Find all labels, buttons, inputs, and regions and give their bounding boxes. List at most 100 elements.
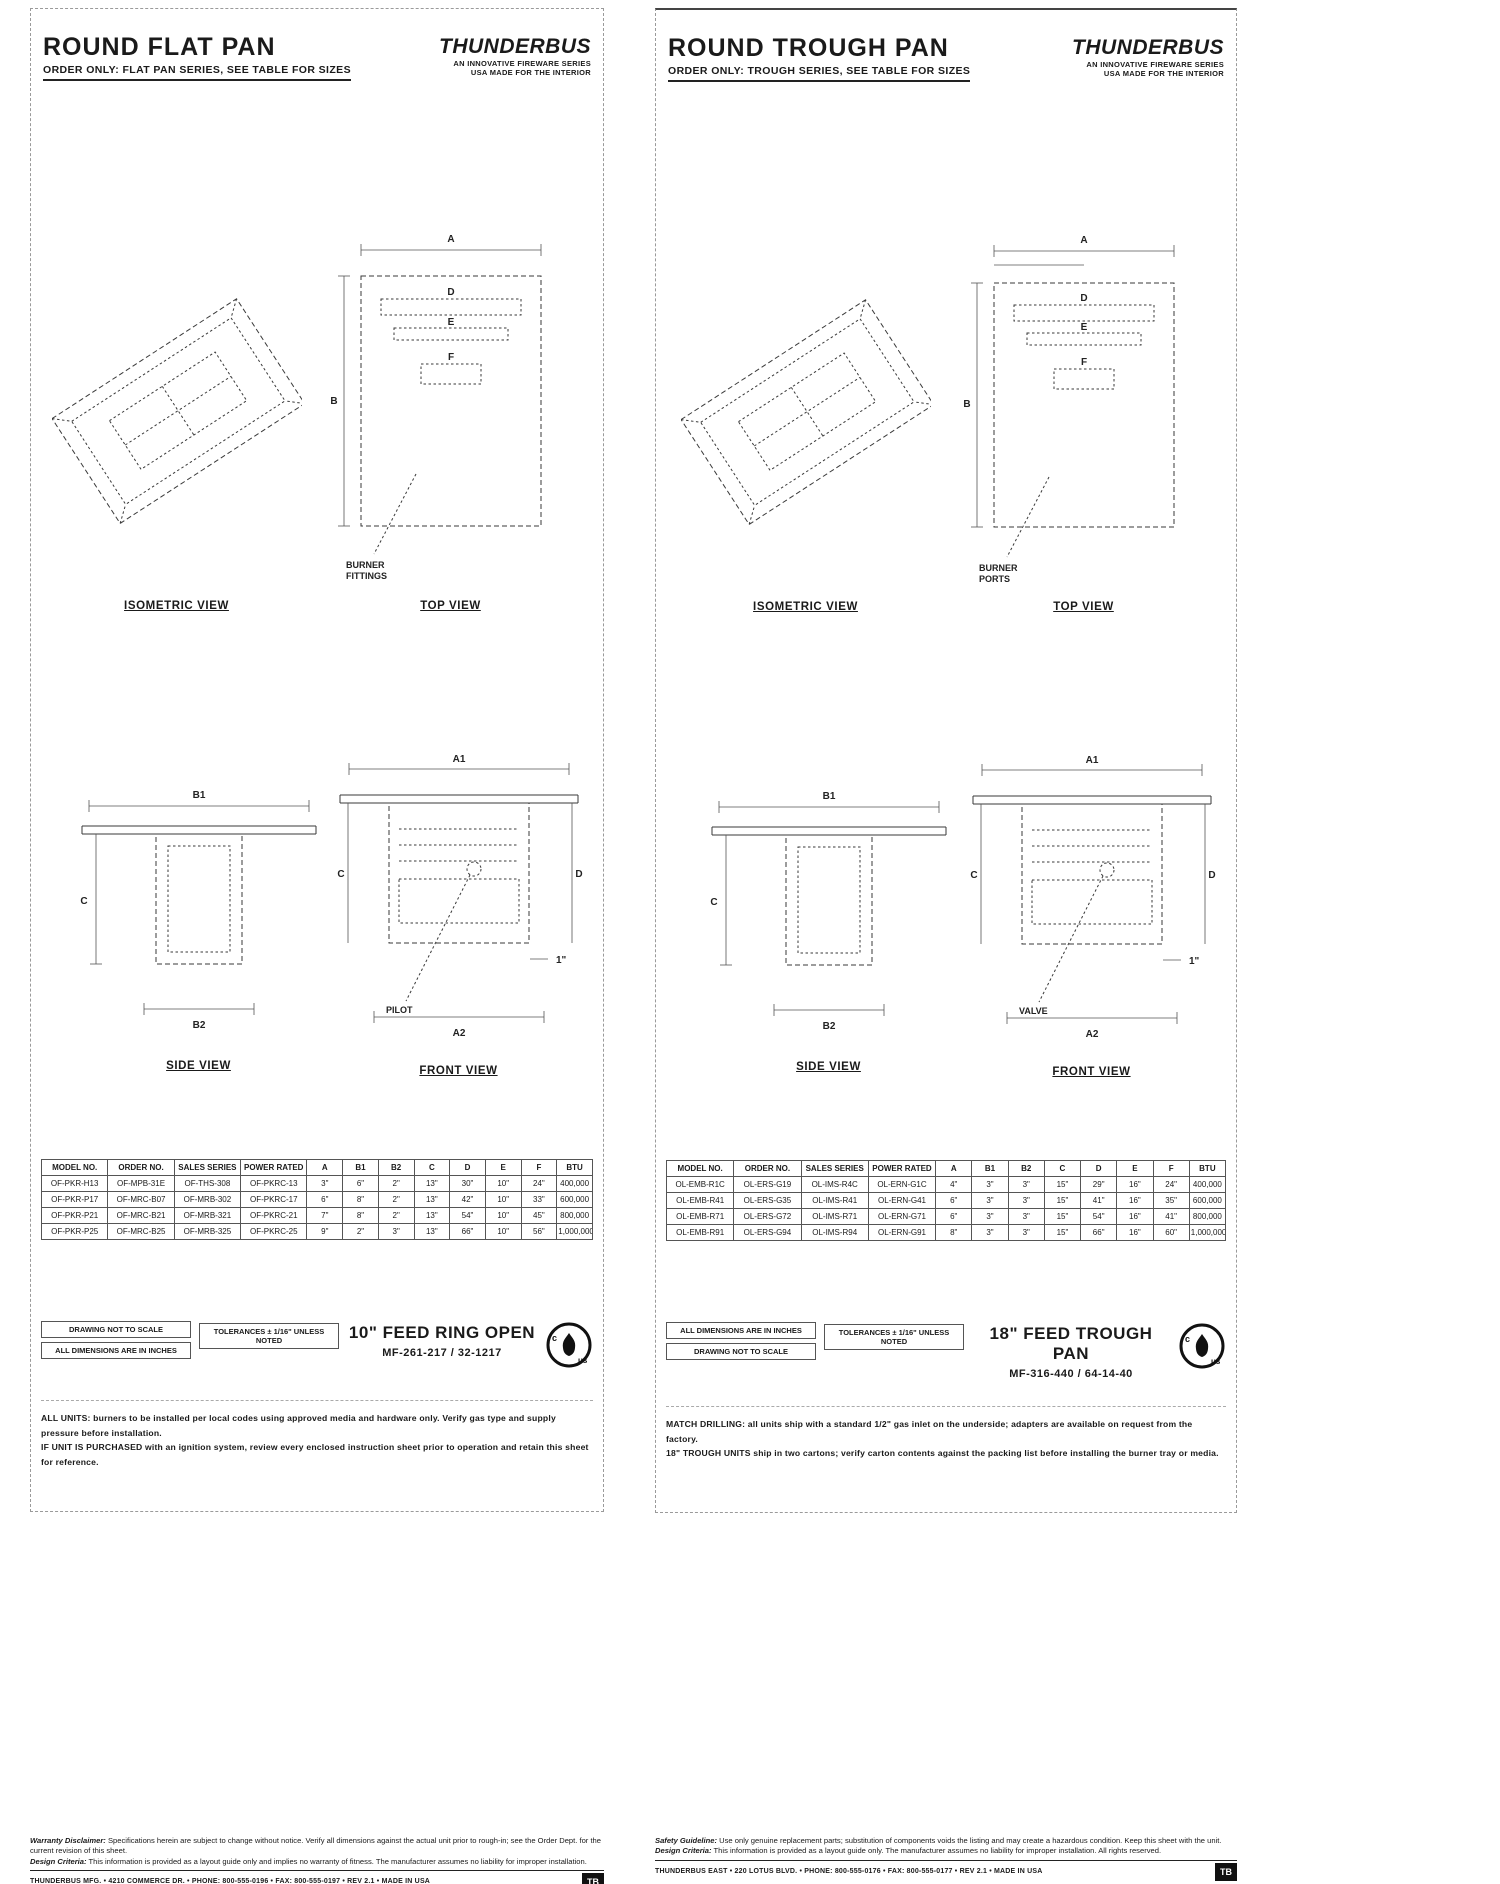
spec-table-cell: 16" [1116,1192,1154,1209]
spec-table-cell: 6" [935,1208,973,1225]
brand-name: THUNDERBUS [439,35,591,58]
spec-table-cell: OF-MRC-B25 [107,1223,175,1240]
cert-right-text: us [1211,1357,1221,1366]
footer-line-2-text: This information is provided as a layout… [713,1846,1162,1856]
notes-section: DRAWING NOT TO SCALE ALL DIMENSIONS ARE … [41,1321,593,1469]
spec-table-cell: 400,000 [556,1175,593,1192]
spec-table-cell: 2" [377,1175,415,1192]
spec-table-cell: 10" [484,1223,522,1240]
isometric-linework [680,299,931,526]
spec-table-cell: 4" [935,1176,973,1193]
notes-section: ALL DIMENSIONS ARE IN INCHES DRAWING NOT… [666,1322,1226,1461]
page-subtitle: ORDER ONLY: TROUGH SERIES, SEE TABLE FOR… [668,65,971,82]
spec-table-cell: OF-PKR-P17 [40,1191,109,1208]
dim-label-f: F [447,352,453,363]
dim-label-d2: D [1208,870,1215,881]
note-box-2: DRAWING NOT TO SCALE [666,1343,816,1360]
spec-table-cell: 800,000 [1188,1208,1227,1225]
spec-table-header-cell: ORDER NO. [107,1159,175,1176]
top-view-drawing: A B D E F BURNER PORTS [963,235,1174,584]
spec-table-cell: OF-PKR-P21 [40,1207,109,1224]
spec-table-cell: 10" [484,1207,522,1224]
spec-table-cell: 15" [1043,1208,1082,1225]
spec-table-cell: OF-PKR-P25 [40,1223,109,1240]
side-view: B1 C B2 SIDE VIEW [71,784,326,1074]
spec-table-cell: OF-PKRC-25 [240,1223,308,1240]
spec-table-cell: 6" [935,1192,973,1209]
spec-table-cell: OL-IMS-R4C [800,1176,869,1193]
spec-table-cell: 3" [971,1176,1009,1193]
spec-table-header-cell: BTU [1188,1160,1227,1177]
note-boxes: DRAWING NOT TO SCALE ALL DIMENSIONS ARE … [41,1321,191,1359]
spec-table-cell: 9" [306,1223,344,1240]
spec-table-cell: OL-ERN-G91 [867,1224,937,1241]
spec-table-cell: 1,000,000 [1188,1224,1227,1241]
spec-table-header-cell: D [1080,1160,1118,1177]
spec-table-cell: OL-EMB-R1C [665,1176,735,1193]
spec-table-cell: 400,000 [1188,1176,1227,1193]
spec-table-cell: 800,000 [556,1207,593,1224]
spec-table-cell: 3" [1007,1208,1045,1225]
page-title: ROUND FLAT PAN [43,33,276,61]
spec-table-cell: 66" [1080,1224,1118,1241]
top-view-linework [337,244,541,555]
note-line-1: MATCH DRILLING: all units ship with a st… [666,1419,1193,1444]
spec-table-cell: 41" [1152,1208,1190,1225]
dim-label-a1: A1 [452,754,465,765]
spec-table-cell: 42" [449,1191,486,1208]
top-view-drawing: A B D E F BURNER FITTINGS [330,234,541,581]
spec-table-cell: 15" [1043,1176,1082,1193]
note-line-1: ALL UNITS: burners to be installed per l… [41,1413,556,1438]
certification-mark: c us [1178,1322,1226,1375]
footer-line-2-text: This information is provided as a layout… [88,1856,587,1866]
note-box-3: TOLERANCES ± 1/16" UNLESS NOTED [824,1324,964,1350]
spec-table-cell: 10" [484,1175,522,1192]
spec-table-cell: 10" [484,1191,522,1208]
spec-table-cell: 54" [449,1207,486,1224]
footer-line-1-label: Warranty Disclaimer: [30,1836,106,1845]
spec-table-cell: 8" [935,1224,973,1241]
spec-table-cell: 54" [1080,1208,1118,1225]
spec-table-cell: 33" [520,1191,558,1208]
footer-line-2: Design Criteria: This information is pro… [655,1846,1237,1856]
spec-table-cell: 2" [377,1191,415,1208]
spec-table-cell: 15" [1043,1192,1082,1209]
front-view-linework [339,763,578,1023]
certification-mark: c us [545,1321,593,1374]
spec-table-cell: OL-ERS-G35 [733,1192,802,1209]
footer-line-1-text: Specifications herein are subject to cha… [30,1836,601,1856]
side-view-drawing: B1 C B2 [710,791,946,1032]
spec-table-cell: 35" [1152,1192,1190,1209]
front-view-callout: VALVE [1019,1006,1048,1016]
top-view-label: TOP VIEW [420,600,481,612]
spec-table-header-cell: B2 [1007,1160,1045,1177]
spec-table-cell: 2" [342,1223,379,1240]
page-title: ROUND TROUGH PAN [668,34,949,62]
dim-label-e: E [447,317,454,328]
spec-table-header-cell: MODEL NO. [40,1159,109,1176]
product-title: 10" FEED RING OPEN [348,1323,536,1342]
page-header: ROUND FLAT PAN ORDER ONLY: FLAT PAN SERI… [43,33,591,81]
note-boxes: ALL DIMENSIONS ARE IN INCHES DRAWING NOT… [666,1322,816,1360]
left-page-footer: Warranty Disclaimer: Specifications here… [30,1836,604,1884]
dim-label-c2: C [337,869,344,880]
spec-table-cell: 7" [306,1207,344,1224]
dim-label-f: F [1080,357,1086,368]
dim-label-tick: 1" [556,955,567,966]
spec-table-header-cell: POWER RATED [240,1159,308,1176]
spec-table-header-cell: POWER RATED [867,1160,937,1177]
top-view-label: TOP VIEW [1053,601,1114,613]
side-view: B1 C B2 SIDE VIEW [701,785,956,1075]
top-view-callout-line2: PORTS [979,574,1010,584]
page-subtitle: ORDER ONLY: FLAT PAN SERIES, SEE TABLE F… [43,64,351,81]
spec-table-cell: 66" [449,1223,486,1240]
brand-tagline-1: AN INNOVATIVE FIREWARE SERIES [1086,60,1224,69]
spec-table-cell: OL-ERS-G94 [733,1224,802,1241]
spec-table-header-cell: A [306,1159,344,1176]
spec-table-cell: 3" [1007,1176,1045,1193]
